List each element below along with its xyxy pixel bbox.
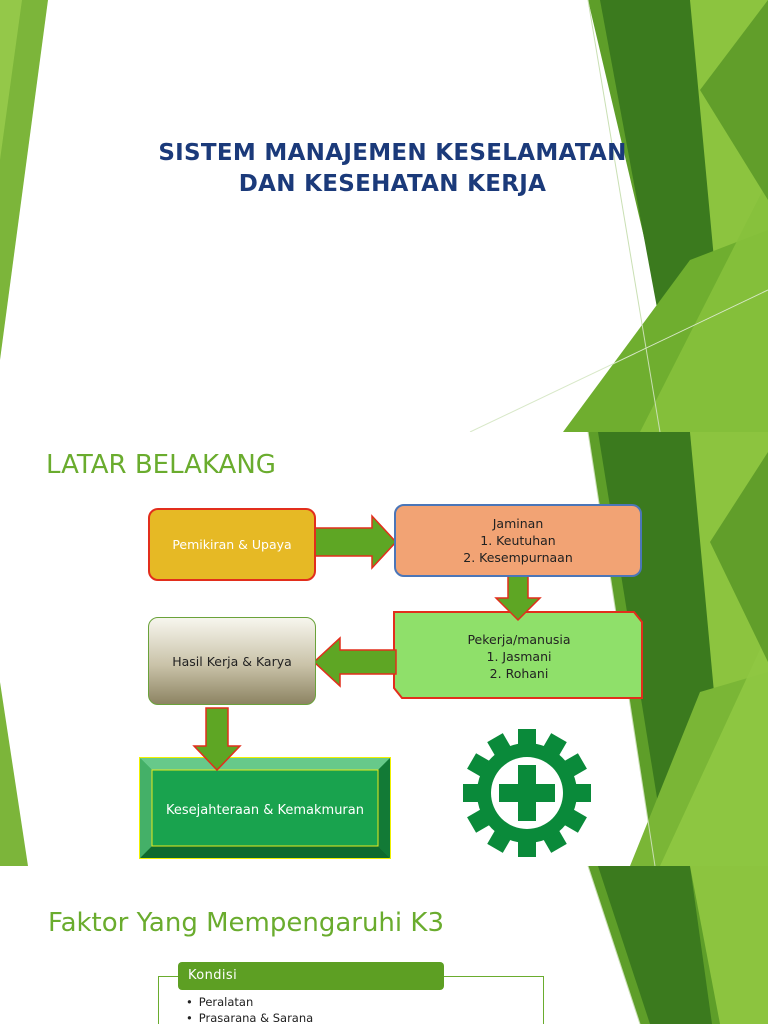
page-title: SISTEM MANAJEMEN KESELAMATAN DAN KESEHAT… [130, 138, 655, 200]
kesejahteraan-label: Kesejahteraan & Kemakmuran [166, 802, 364, 818]
section-heading: LATAR BELAKANG [46, 450, 276, 480]
arrow-left [312, 636, 397, 688]
slide-latar-belakang: LATAR BELAKANG [0, 432, 768, 866]
flow-shapes [139, 514, 643, 859]
list-item: Peralatan [186, 994, 313, 1010]
slide-title: SISTEM MANAJEMEN KESELAMATAN DAN KESEHAT… [0, 0, 768, 432]
kondisi-header: Kondisi [178, 962, 444, 990]
title-line-2: DAN KESEHATAN KERJA [238, 171, 547, 197]
pemikiran-upaya-box: Pemikiran & Upaya [148, 508, 316, 581]
hasil-label: Hasil Kerja & Karya [172, 653, 292, 669]
green-stripes-decoration [587, 866, 768, 1024]
jaminan-box: Jaminan 1. Keutuhan 2. Kesempurnaan [394, 504, 642, 577]
jaminan-item-2: 2. Kesempurnaan [463, 550, 573, 565]
kondisi-list: Peralatan Prasarana & Sarana [186, 994, 313, 1024]
jaminan-title: Jaminan [492, 516, 544, 531]
arrow-right [311, 514, 398, 570]
kesejahteraan-box-shape [139, 757, 391, 859]
pekerja-title: Pekerja/manusia [467, 631, 571, 647]
pemikiran-label: Pemikiran & Upaya [172, 537, 292, 552]
k3-gear-cross-icon [463, 729, 591, 857]
pekerja-manusia-box: Pekerja/manusia 1. Jasmani 2. Rohani [400, 614, 638, 698]
list-item: Prasarana & Sarana [186, 1010, 313, 1024]
kesejahteraan-box: Kesejahteraan & Kemakmuran [152, 770, 378, 850]
section-heading: Faktor Yang Mempengaruhi K3 [48, 908, 444, 938]
arrow-down-left [192, 707, 242, 772]
title-line-1: SISTEM MANAJEMEN KESELAMATAN [158, 140, 627, 166]
pekerja-item-2: 2. Rohani [489, 665, 549, 681]
jaminan-item-1: 1. Keutuhan [480, 533, 556, 548]
green-stripes-decoration [0, 432, 768, 866]
pekerja-item-1: 1. Jasmani [486, 648, 552, 664]
pekerja-box-shape [393, 611, 643, 699]
slide-faktor: Faktor Yang Mempengaruhi K3 Kondisi Pera… [0, 866, 768, 1024]
hasil-kerja-box: Hasil Kerja & Karya [148, 617, 316, 705]
green-stripes-decoration [0, 0, 768, 432]
